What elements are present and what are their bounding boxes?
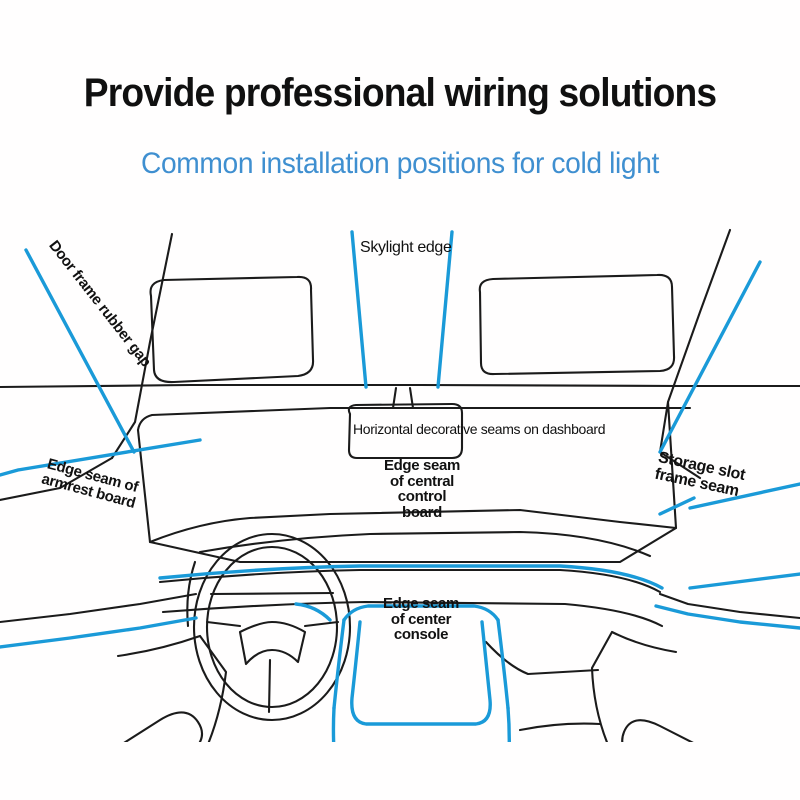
dashboard-seam-black-lower (161, 600, 664, 628)
left-door-body (116, 634, 228, 764)
steering-wheel-hub (238, 620, 307, 666)
dashboard-upper-fold (198, 530, 652, 558)
highlight-dashboard-horizontal-seam (158, 564, 664, 590)
car-interior-diagram: Door frame rubber gap Skylight edge Hori… (0, 222, 800, 800)
left-sun-visor (149, 275, 315, 384)
highlight-storage-slot-frame-seam-a (654, 604, 800, 630)
steering-wheel-inner (205, 545, 339, 709)
right-door-body (590, 630, 678, 764)
highlight-center-console-left (331, 706, 341, 800)
highlight-armrest-board-left (0, 438, 202, 477)
steering-wheel-outer (192, 532, 352, 722)
left-a-pillar-line (110, 232, 174, 460)
right-sun-visor (478, 273, 676, 376)
right-door-upper-edge (658, 592, 800, 620)
dashboard-seam-black-upper (158, 568, 662, 594)
center-console-right-black (518, 722, 602, 732)
label-edge-seam-of-central-control-board: Edge seam of central control board (383, 457, 461, 521)
right-door-armrest-oval (621, 719, 781, 800)
highlight-central-control-board-outer (350, 620, 492, 726)
roof-header-line (0, 456, 114, 502)
highlight-door-frame-rubber-gap-left (24, 248, 136, 454)
highlight-skylight-edge-right (436, 230, 454, 389)
highlight-storage-slot-frame-seam-b (688, 482, 800, 510)
page-subtitle: Common installation positions for cold l… (141, 147, 659, 180)
rearview-mirror (347, 402, 464, 460)
highlight-armrest-board-left-b (0, 616, 198, 649)
highlight-skylight-edge-left (350, 230, 368, 389)
left-door-upper-edge (0, 592, 198, 624)
left-door-armrest-oval (39, 711, 203, 800)
dashboard-top-contour (148, 508, 678, 544)
highlight-door-frame-rubber-gap-right (658, 260, 762, 454)
highlight-central-control-board-top-left (342, 604, 432, 622)
highlight-center-console-right (503, 706, 511, 800)
highlight-central-control-board-inner-right (496, 618, 510, 710)
headliner-edge (136, 406, 692, 432)
highlight-central-stack-left-wing (294, 602, 332, 622)
steering-wheel-spoke-right (303, 620, 340, 628)
label-edge-seam-of-center-console: Edge seam of center console (382, 595, 460, 644)
steering-wheel-spoke-bottom (267, 658, 272, 714)
roof-top-line (0, 383, 800, 389)
heading-block: Provide professional wiring solutions Co… (0, 0, 800, 180)
highlight-storage-slot-frame-seam-c (688, 572, 800, 590)
page-title: Provide professional wiring solutions (83, 71, 717, 115)
steering-wheel-spoke-left (205, 620, 242, 628)
black-line-art (0, 228, 800, 800)
highlight-storage-slot-frame-seam-d (658, 496, 696, 516)
steering-wheel-top-rim-line (209, 591, 335, 596)
center-stack-right-black (484, 640, 600, 676)
highlight-central-control-board-top-right (428, 604, 500, 622)
car-interior-svg (0, 228, 800, 800)
highlight-central-control-board-inner-left (332, 618, 346, 710)
label-skylight-edge: Skylight edge (360, 239, 452, 256)
label-horizontal-decorative-seams-on-dashboard: Horizontal decorative seams on dashboard (353, 421, 606, 437)
